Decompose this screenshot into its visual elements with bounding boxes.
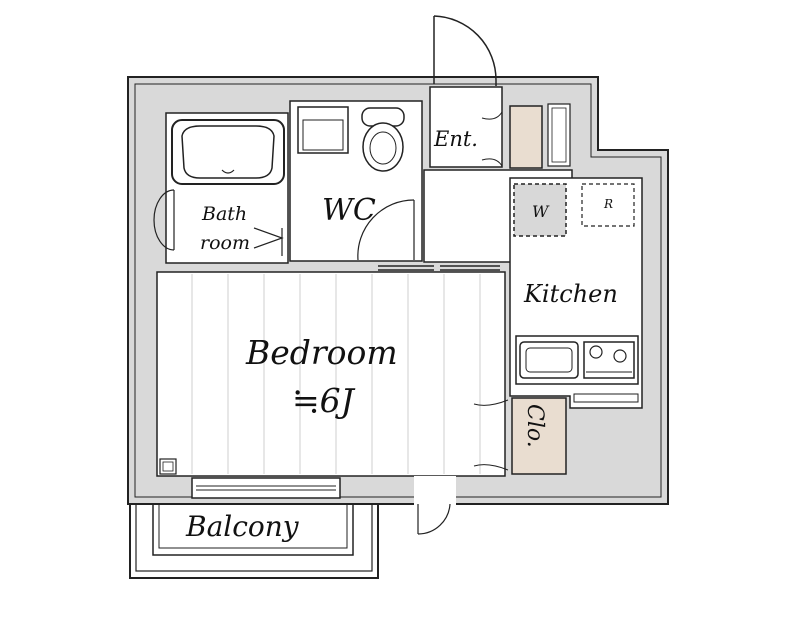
balcony-window: [191, 477, 341, 499]
bathtub: [171, 119, 285, 185]
partitions: [378, 265, 500, 271]
washer-space: [513, 183, 567, 237]
shoe-cabinet: [481, 103, 571, 169]
bedroom-flooring: [191, 274, 481, 474]
entrance-label: Ent.: [433, 127, 478, 151]
wc-fixtures: [297, 106, 405, 172]
bedroom-label: Bedroom: [245, 333, 398, 372]
bathroom-door: [153, 189, 284, 256]
bathroom-label-line1: Bath: [201, 203, 247, 225]
kitchen-counter: [515, 335, 639, 403]
washer-label: W: [532, 202, 550, 221]
fridge-label: R: [603, 197, 613, 211]
fridge-space: [581, 183, 635, 227]
bedroom-size-label: ≒6J: [292, 381, 356, 420]
closet-label: Clo.: [522, 404, 547, 448]
kitchen-label: Kitchen: [523, 280, 618, 308]
wc-door: [357, 199, 415, 261]
bedroom-bottom-door: [417, 503, 451, 535]
closet: [473, 397, 567, 475]
balcony-label: Balcony: [185, 510, 300, 543]
entrance-door: [433, 15, 497, 86]
wc-label: WC: [322, 193, 376, 228]
bedroom-corner-box: [159, 458, 177, 475]
bathroom-label-line2: room: [200, 232, 250, 254]
